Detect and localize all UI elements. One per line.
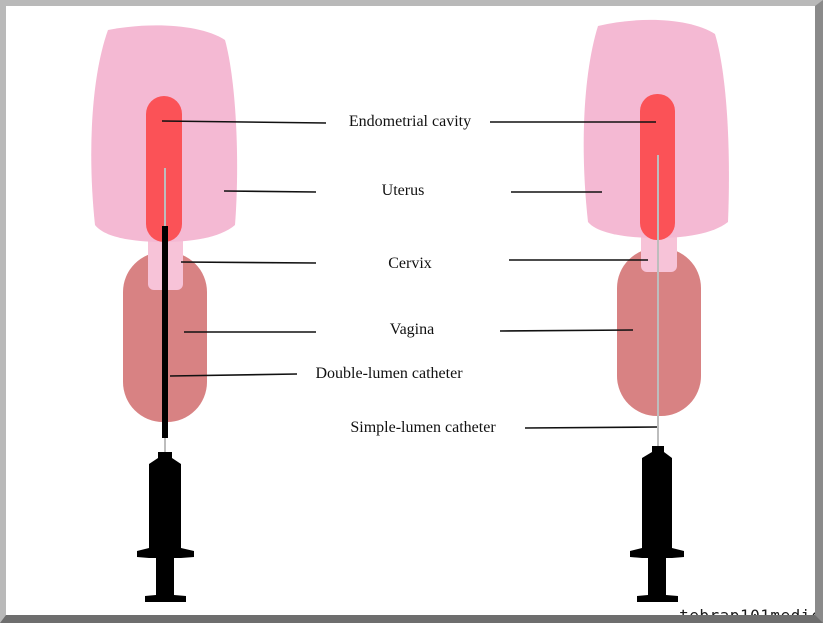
left-double-lumen-catheter-tube — [162, 226, 168, 438]
right-anatomy — [583, 19, 729, 416]
label-uterus: Uterus — [382, 182, 425, 199]
left-catheter — [162, 168, 168, 452]
left-syringe-body — [137, 452, 194, 602]
leader-uterus-left — [223, 190, 317, 193]
right-syringe-body — [630, 446, 684, 602]
right-syringe — [630, 446, 684, 602]
label-vagina: Vagina — [390, 321, 434, 338]
label-cervix: Cervix — [388, 255, 432, 272]
label-double-lumen-catheter: Double-lumen catheter — [315, 365, 463, 382]
left-syringe — [137, 452, 194, 602]
watermark-text: tebrap101medic — [679, 606, 821, 623]
leader-double-lumen — [169, 373, 298, 377]
leader-lines — [161, 120, 658, 429]
leader-simple-lumen — [524, 426, 658, 429]
leader-endometrial-left — [161, 120, 327, 124]
leader-vagina-right — [499, 329, 634, 332]
leader-cervix-left — [180, 261, 317, 264]
labels: Endometrial cavity Uterus Cervix Vagina … — [315, 113, 496, 436]
label-simple-lumen-catheter: Simple-lumen catheter — [350, 419, 496, 436]
label-endometrial-cavity: Endometrial cavity — [349, 113, 471, 130]
